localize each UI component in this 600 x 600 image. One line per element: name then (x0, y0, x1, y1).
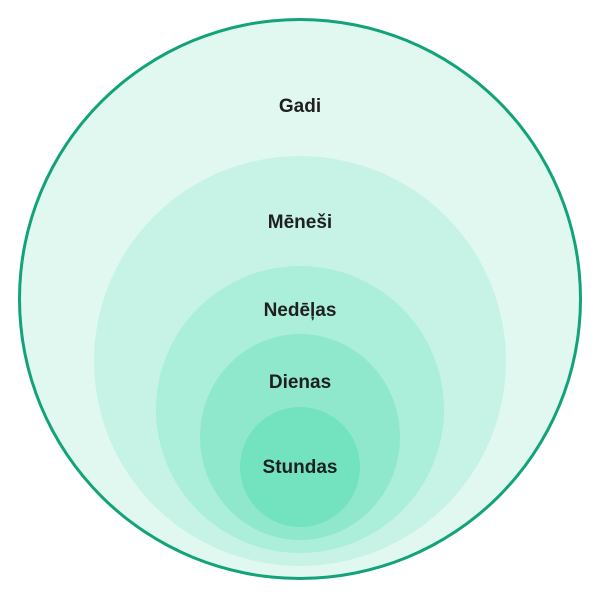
circle-stundas (240, 407, 360, 527)
label-nedelas: Nedēļas (263, 300, 337, 321)
label-dienas: Dienas (268, 372, 332, 393)
label-gadi: Gadi (278, 96, 322, 117)
label-menesi: Mēneši (267, 212, 333, 233)
label-stundas: Stundas (262, 457, 338, 478)
